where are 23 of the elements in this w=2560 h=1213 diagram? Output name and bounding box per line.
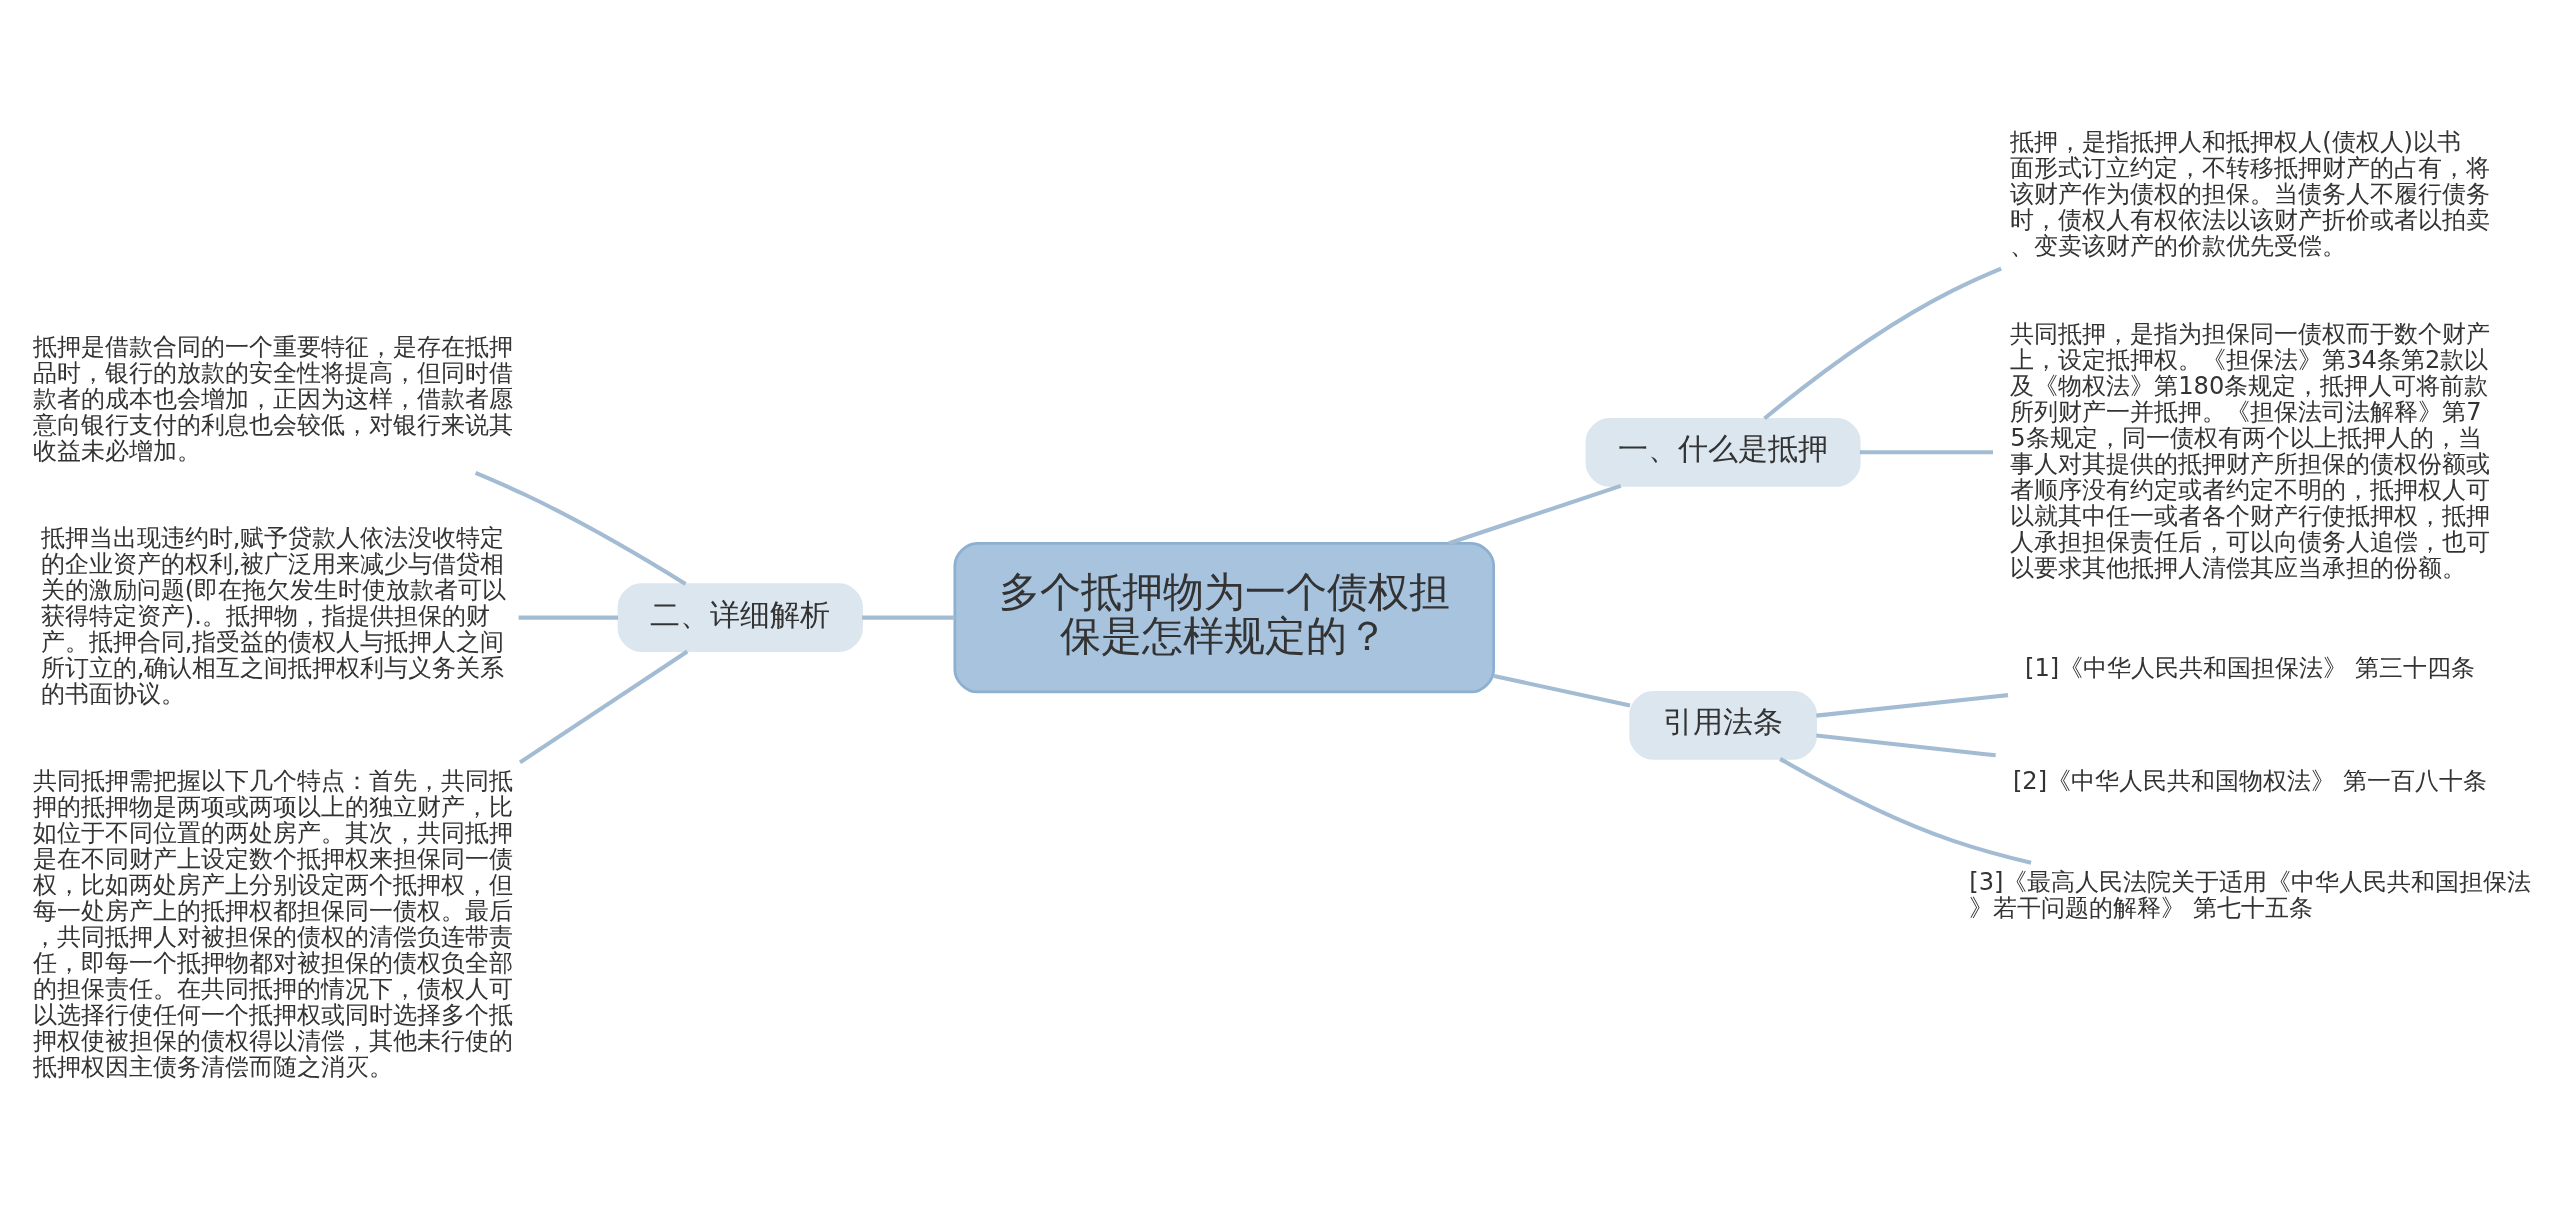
connector — [1763, 266, 2002, 421]
node-box: 一、什么是抵押 — [1585, 417, 1861, 487]
node-text: 抵押，是指抵押人和抵押权人(债权人)以书面形式订立约定，不转移抵押财产的占有，将该财产作为债权的担保。当债务人不履行债务时，债权人有权依法以该财产折价或者以拍卖、变卖该财产的价款优先受偿。 — [2010, 128, 2491, 261]
connector — [1859, 450, 1993, 455]
connector — [1779, 757, 2032, 865]
connector — [474, 470, 687, 586]
node-text: 抵押当出现违约时,赋予贷款人依法没收特定的企业资产的权利,被广泛用来减少与借贷相关的激励问题(即在拖欠发生时使放款者可以获得特定资产).。抵押物，指提供担保的财产。抵押合同,指受益的债权人与抵押人之间所订立的,确认相互之间抵押权利与义务关系的书面协议。 — [40, 523, 507, 708]
connector — [518, 615, 619, 620]
node-text: 共同抵押，是指为担保同一债权而于数个财产上，设定抵押权。《担保法》第34条第2款以及《物权法》第180条规定，抵押人可将前款所列财产一并抵押。《担保法司法解释》第75条规定，同一债权有两个以上抵押人的，当事人对其提供的抵押财产所担保的债权份额或者顺序没有约定或者约定不明的，抵押权人可以就其中任一或者各个财产行使抵押权，抵押人承担担保责任后，可以向债务人追偿，也可以要求其他抵押人清偿其应当承担的份额。 — [2010, 319, 2491, 582]
connector — [518, 649, 689, 765]
node-box: 引用法条 — [1629, 691, 1817, 760]
connector — [1448, 483, 1622, 546]
node-text: [1]《中华人民共和国担保法》 第三十四条 — [2025, 653, 2475, 682]
node-text: [3]《最高人民法院关于适用《中华人民共和国担保法》若干问题的解释》 第七十五条 — [1969, 867, 2532, 922]
node-text: [2]《中华人民共和国物权法》 第一百八十条 — [2012, 767, 2487, 796]
node-box: 多个抵押物为一个债权担保是怎样规定的？ — [953, 541, 1496, 694]
connector — [1493, 673, 1631, 708]
connector — [862, 615, 955, 620]
connector — [1816, 693, 2009, 718]
node-text: 共同抵押需把握以下几个特点：首先，共同抵押的抵押物是两项或两项以上的独立财产，比如位于不同位置的两处房产。其次，共同抵押是在不同财产上设定数个抵押权来担保同一债权，比如两处房产上分别设定两个抵押权，但每一处房产上的抵押权都担保同一债权。最后，共同抵押人对被担保的债权的清偿负连带责任，即每一个抵押物都对被担保的债权负全部的担保责任。在共同抵押的情况下，债权人可以选择行使任何一个抵押权或同时选择多个抵押权使被担保的债权得以清偿，其他未行使的抵押权因主债务清偿而随之消灭。 — [33, 767, 514, 1082]
connector — [1816, 733, 1996, 758]
node-box: 二、详细解析 — [617, 583, 863, 652]
node-text: 抵押是借款合同的一个重要特征，是存在抵押品时，银行的放款的安全性将提高，但同时借款者的成本也会增加，正因为这样，借款者愿意向银行支付的利息也会较低，对银行来说其收益未必增加。 — [33, 332, 514, 465]
